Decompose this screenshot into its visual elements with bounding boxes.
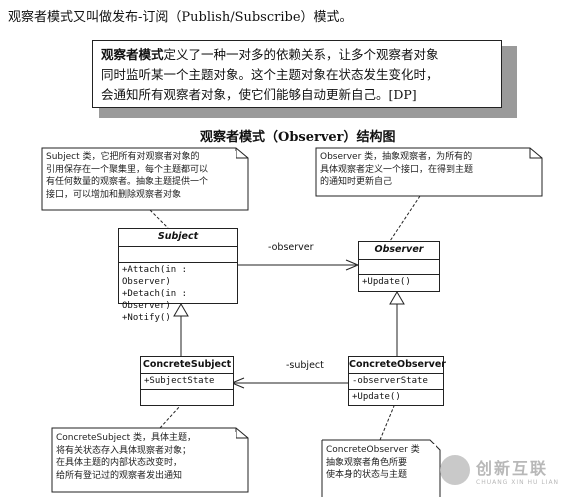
subject-operations: +Attach(in : Observer) +Detach(in : Obse… — [119, 263, 237, 325]
observer-role-label: -observer — [268, 242, 314, 253]
concrete-subject-note-line: 给所有登记过的观察者发出通知 — [56, 470, 183, 481]
observer-note-line: 的通知时更新自己 — [320, 177, 393, 187]
observer-class-name: Observer — [359, 242, 439, 260]
concrete-observer-note-line: 抽象观察者角色所要 — [326, 457, 408, 468]
concrete-observer-note-anchor — [379, 405, 395, 441]
observer-generalization-arrow — [389, 291, 405, 305]
observer-note-line: 具体观察者定义一个接口，在得到主题 — [320, 164, 474, 175]
concrete-subject-note-anchor — [159, 405, 181, 429]
concrete-observer-note-line: 使本身的状态与主题 — [326, 470, 408, 480]
concrete-subject-class-name: ConcreteSubject — [141, 357, 233, 374]
watermark-logo-icon — [440, 455, 470, 485]
observer-note-outline — [315, 147, 543, 197]
definition-line1: 定义了一种一对多的依赖关系，让多个观察者对象 — [163, 47, 439, 62]
subject-note-outline — [41, 147, 249, 211]
intro-text: 观察者模式又叫做发布-订阅（Publish/Subscribe）模式。 — [8, 10, 353, 25]
definition-box: 观察者模式定义了一种一对多的依赖关系，让多个观察者对象 同时监听某一个主题对象。… — [92, 40, 502, 108]
concrete-subject-note-line: ConcreteSubject 类，具体主题， — [56, 433, 197, 443]
subject-note: Subject 类，它把所有对观察者对象的 引用保存在一个聚集里，每个主题都可以… — [46, 151, 236, 207]
concrete-observer-note-line: ConcreteObserver 类 — [326, 445, 420, 455]
subject-note-fold — [235, 148, 248, 159]
subject-note-line: 接口，可以增加和删除观察者对象 — [46, 189, 182, 200]
concrete-subject-note: ConcreteSubject 类，具体主题， 将有关状态存入具体现察者对象； … — [56, 432, 236, 490]
concrete-observer-attribute: -observerState — [352, 376, 428, 386]
concrete-observer-attributes: -observerState — [349, 374, 443, 390]
concrete-subject-attribute: +SubjectState — [144, 376, 215, 386]
concrete-observer-class: ConcreteObserver -observerState +Update(… — [348, 356, 446, 406]
watermark-cn: 创新互联 — [476, 458, 549, 478]
observer-note-fold — [529, 148, 542, 159]
observer-note-anchor — [389, 195, 421, 242]
subject-class-name: Subject — [119, 229, 237, 247]
observer-attributes — [359, 260, 439, 275]
subject-note-line: Subject 类，它把所有对观察者对象的 — [46, 152, 200, 162]
definition-line3: 会通知所有观察者对象，使它们能够自动更新自己。[DP] — [101, 87, 417, 102]
concrete-subject-note-outline — [51, 427, 249, 493]
observer-operations: +Update() — [359, 275, 439, 289]
definition-term: 观察者模式 — [101, 47, 164, 62]
subject-operation: +Detach(in : Observer) — [122, 289, 188, 311]
concrete-subject-attributes: +SubjectState — [141, 374, 233, 390]
subject-note-anchor — [149, 209, 169, 229]
subject-class: Subject +Attach(in : Observer) +Detach(i… — [118, 228, 238, 323]
observer-note: Observer 类，抽象观察者，为所有的 具体观察者定义一个接口，在得到主题 … — [320, 151, 528, 193]
watermark-en: CHUANG XIN HU LIAN — [476, 478, 560, 486]
concrete-subject-note-line: 在具体主题的内部状态改变时， — [56, 458, 183, 468]
concrete-subject-note-fold — [235, 428, 248, 439]
observer-note-line: Observer 类，抽象观察者，为所有的 — [320, 152, 473, 162]
diagram-title: 观察者模式（Observer）结构图 — [200, 130, 396, 145]
concrete-observer-operations: +Update() — [349, 390, 443, 404]
concrete-observer-class-name: ConcreteObserver — [349, 357, 446, 374]
subject-operation: +Notify() — [122, 313, 171, 323]
watermark: 创新互联 CHUANG XIN HU LIAN — [440, 448, 568, 492]
concrete-observer-operation: +Update() — [352, 392, 401, 402]
concrete-subject-note-line: 将有关状态存入具体现察者对象； — [56, 445, 192, 456]
concrete-observer-note: ConcreteObserver 类 抽象观察者角色所要 使本身的状态与主题 — [326, 444, 436, 494]
observer-operation: +Update() — [362, 277, 411, 287]
concrete-subject-operations — [141, 390, 233, 392]
subject-note-line: 引用保存在一个聚集里，每个主题都可以 — [46, 164, 209, 175]
definition-line2: 同时监听某一个主题对象。这个主题对象在状态发生变化时， — [101, 67, 439, 82]
subject-generalization-arrow — [173, 303, 189, 317]
subject-note-line: 有任何数量的观察者。抽象主题提供一个 — [46, 177, 209, 187]
subject-attributes — [119, 247, 237, 263]
subject-role-label: -subject — [286, 360, 324, 371]
subject-operation: +Attach(in : Observer) — [122, 265, 188, 287]
observer-class: Observer +Update() — [358, 241, 440, 292]
concrete-subject-class: ConcreteSubject +SubjectState — [140, 356, 234, 406]
